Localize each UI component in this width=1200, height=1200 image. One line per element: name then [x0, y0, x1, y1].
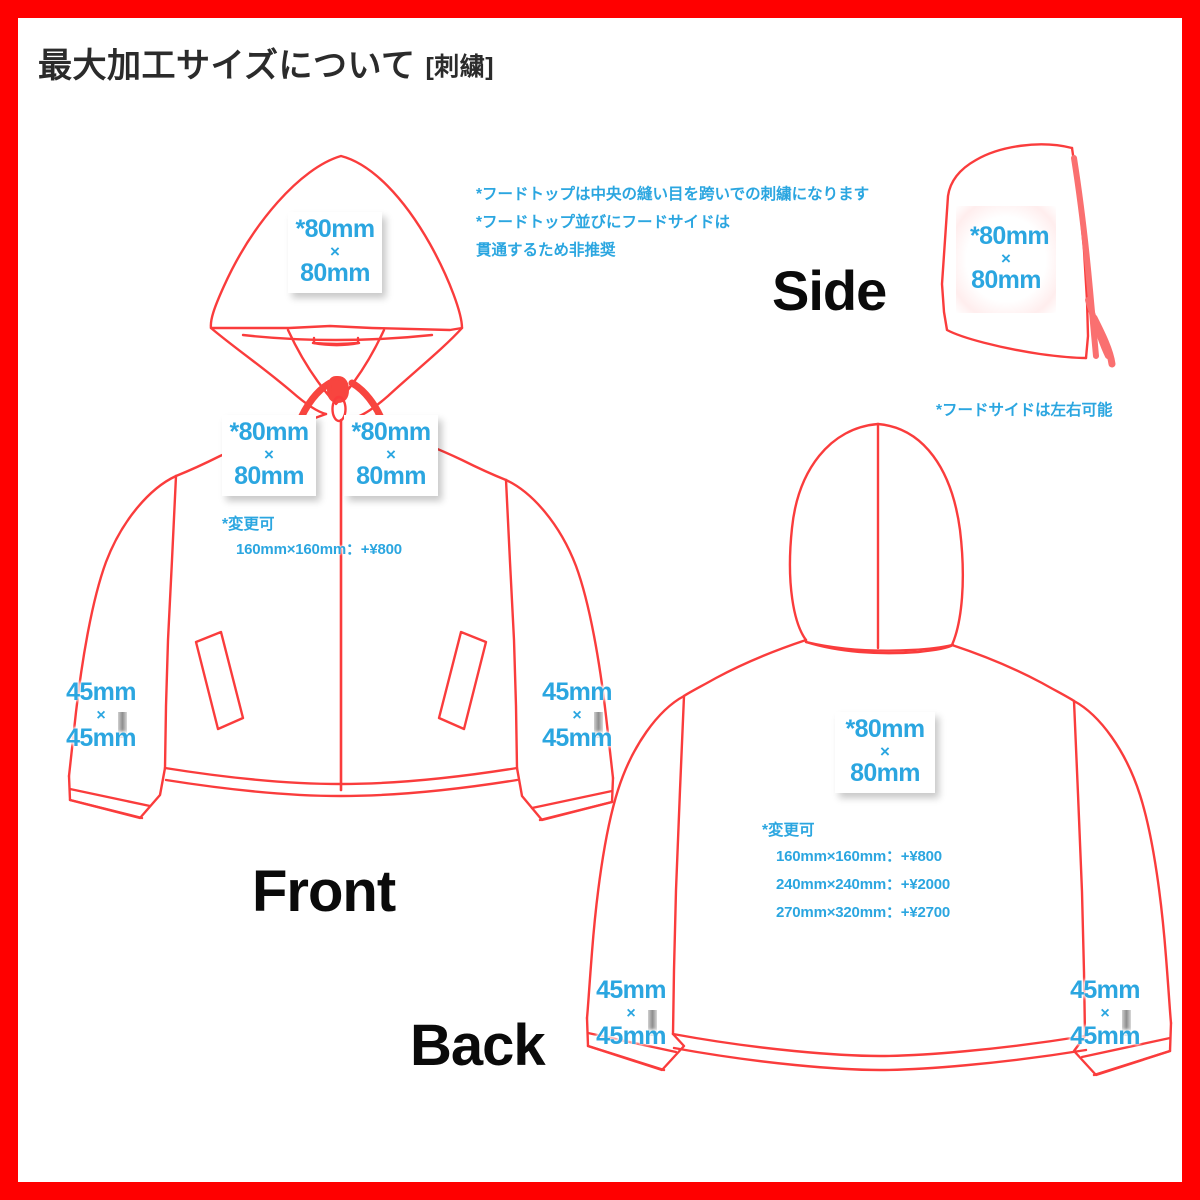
size-chip-back-body-times: × — [880, 742, 890, 761]
hood-note-line-1: *フードトップは中央の縫い目を跨いでの刺繍になります — [476, 186, 870, 203]
size-chip-chest-right-times: × — [386, 445, 396, 464]
size-chip-back-sleeve-left-height: 45mm — [596, 1022, 666, 1051]
front-change-title: *変更可 — [222, 516, 275, 533]
size-chip-front-sleeve-left-width: 45mm — [66, 678, 136, 706]
size-chip-hood-top-times: × — [330, 242, 340, 261]
size-chip-chest-left-height: 80mm — [234, 462, 304, 490]
side-hood-drawstring — [1071, 155, 1111, 359]
view-label-front: Front — [252, 859, 396, 924]
size-chip-front-sleeve-right-times: × — [572, 706, 582, 724]
size-chip-back-sleeve-right-width: 45mm — [1070, 976, 1140, 1004]
size-chip-hood-top-height: 80mm — [300, 259, 370, 287]
page-title-method: [刺繍] — [425, 53, 495, 81]
sleeve-tick-front-right — [594, 712, 603, 738]
front-zipper-pull — [327, 376, 349, 423]
size-chip-front-sleeve-right-height: 45mm — [542, 724, 612, 753]
size-chip-chest-left-width: *80mm — [229, 418, 310, 446]
size-chip-chest-left: *80mm × 80mm — [222, 415, 316, 496]
size-chip-side-hood-times: × — [1001, 249, 1011, 268]
size-chip-hood-top: *80mm × 80mm — [288, 212, 382, 293]
size-chip-back-body-width: *80mm — [845, 715, 926, 743]
size-chip-chest-left-times: × — [264, 445, 274, 464]
size-chip-front-sleeve-left-times: × — [96, 706, 106, 724]
size-chip-front-sleeve-right-width: 45mm — [542, 678, 612, 706]
back-hoodie-drawing — [585, 422, 1173, 1077]
size-chip-hood-top-width: *80mm — [295, 215, 376, 243]
size-chip-back-sleeve-right: 45mm × 45mm — [1062, 976, 1148, 1051]
page-title: 最大加工サイズについて [刺繍] — [38, 38, 494, 87]
size-chip-chest-right: *80mm × 80mm — [344, 415, 438, 496]
size-chip-back-body-height: 80mm — [850, 759, 920, 787]
hood-note-line-3: 貫通するため非推奨 — [476, 242, 616, 259]
view-label-back: Back — [410, 1013, 546, 1078]
size-chip-back-body: *80mm × 80mm — [835, 712, 935, 793]
size-chip-back-sleeve-left: 45mm × 45mm — [588, 976, 674, 1051]
sleeve-tick-back-left — [648, 1010, 657, 1036]
sleeve-tick-front-left — [118, 712, 127, 738]
size-chip-side-hood-width: *80mm — [970, 222, 1050, 250]
size-chip-front-sleeve-right: 45mm × 45mm — [534, 678, 620, 753]
size-chip-side-hood-height: 80mm — [971, 266, 1041, 294]
back-change-title: *変更可 — [762, 822, 815, 839]
side-hood-cord-end — [1090, 314, 1116, 368]
size-chip-chest-right-height: 80mm — [356, 462, 426, 490]
size-chip-back-sleeve-left-width: 45mm — [596, 976, 666, 1004]
front-hoodie-drawing — [67, 154, 615, 822]
size-chip-back-sleeve-right-times: × — [1100, 1004, 1110, 1022]
page-title-text: 最大加工サイズについて — [38, 47, 416, 85]
view-label-side: Side — [772, 259, 887, 322]
side-note: *フードサイドは左右可能 — [936, 402, 1113, 419]
size-chip-back-sleeve-right-height: 45mm — [1070, 1022, 1140, 1051]
front-change-option-1: 160mm×160mm：+¥800 — [236, 541, 402, 558]
size-chip-side-hood: *80mm × 80mm — [956, 206, 1056, 313]
back-change-option-3: 270mm×320mm：+¥2700 — [776, 904, 951, 921]
size-chip-front-sleeve-left: 45mm × 45mm — [58, 678, 144, 753]
sleeve-tick-back-right — [1122, 1010, 1131, 1036]
size-chip-front-sleeve-left-height: 45mm — [66, 724, 136, 753]
hood-note-line-2: *フードトップ並びにフードサイドは — [476, 214, 731, 231]
size-chip-back-sleeve-left-times: × — [626, 1004, 636, 1022]
back-change-option-1: 160mm×160mm：+¥800 — [776, 848, 942, 865]
size-chip-chest-right-width: *80mm — [351, 418, 432, 446]
back-change-option-2: 240mm×240mm：+¥2000 — [776, 876, 951, 893]
